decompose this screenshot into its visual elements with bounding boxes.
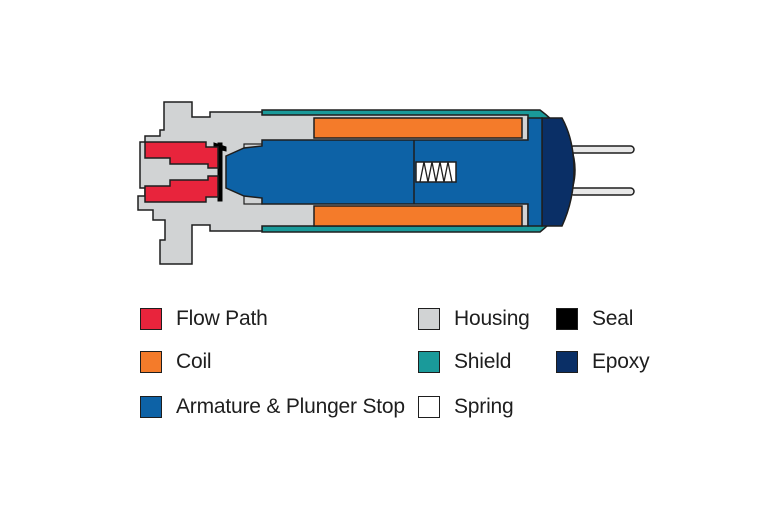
legend-item-flow-path: Flow Path	[140, 305, 268, 333]
pin-top	[569, 145, 635, 154]
legend-label-flow-path: Flow Path	[176, 307, 268, 330]
spring	[415, 161, 457, 183]
coil-bottom	[313, 205, 523, 227]
legend-label-housing: Housing	[454, 307, 530, 330]
solenoid-valve-cross-section	[137, 101, 635, 265]
flow-path	[144, 141, 219, 203]
legend-item-housing: Housing	[418, 305, 530, 333]
legend-item-epoxy: Epoxy	[556, 348, 650, 376]
legend-swatch-housing	[418, 308, 440, 330]
flow-port-bottom	[144, 175, 219, 203]
legend-swatch-armature	[140, 396, 162, 418]
pin-bottom	[569, 187, 635, 196]
coil-top	[313, 117, 523, 139]
legend-label-armature: Armature & Plunger Stop	[176, 395, 405, 418]
legend-item-seal: Seal	[556, 305, 633, 333]
legend-item-shield: Shield	[418, 348, 511, 376]
legend-swatch-spring	[418, 396, 440, 418]
legend-label-coil: Coil	[176, 350, 212, 373]
legend-swatch-shield	[418, 351, 440, 373]
legend-swatch-coil	[140, 351, 162, 373]
legend-item-armature: Armature & Plunger Stop	[140, 393, 405, 421]
legend-item-coil: Coil	[140, 348, 212, 376]
flow-port-top	[144, 141, 219, 169]
armature	[225, 117, 543, 227]
legend-label-spring: Spring	[454, 395, 514, 418]
legend-swatch-epoxy	[556, 351, 578, 373]
legend-label-epoxy: Epoxy	[592, 350, 650, 373]
epoxy	[541, 117, 575, 227]
legend-swatch-flow-path	[140, 308, 162, 330]
legend-label-seal: Seal	[592, 307, 634, 330]
legend-swatch-seal	[556, 308, 578, 330]
electrical-pins	[569, 145, 635, 196]
legend-label-shield: Shield	[454, 350, 512, 373]
legend-item-spring: Spring	[418, 393, 514, 421]
spring-coils	[419, 161, 453, 183]
